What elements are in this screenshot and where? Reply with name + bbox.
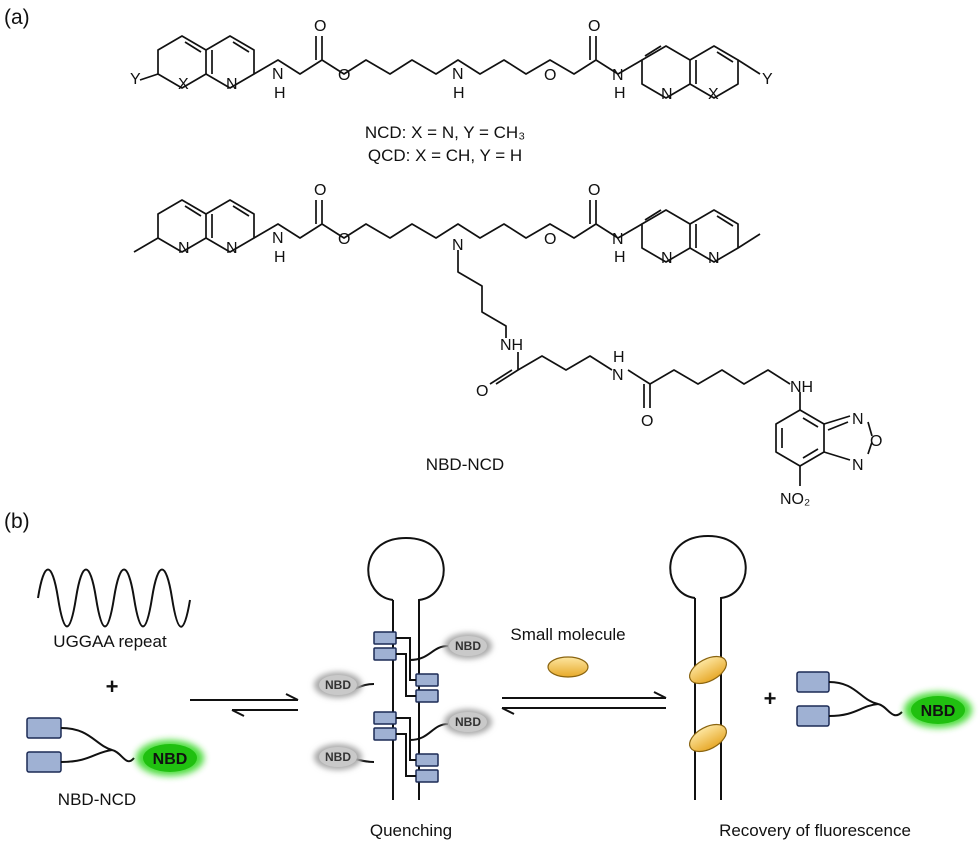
nbd-ncd-right-naphthyridine [641, 209, 739, 263]
atom-o-left-carbonyl: O [314, 18, 326, 35]
atom2-nh-1: NH [500, 337, 523, 354]
nbd-tag-quenched: NBD [455, 639, 481, 653]
nbd-tag-quenched: NBD [325, 678, 351, 692]
panel-b-label: (b) [4, 510, 30, 533]
left-naphthyridine-ring [157, 35, 255, 89]
uggaa-repeat-wave [37, 568, 191, 628]
nbd-core [911, 696, 965, 724]
structure-nbd-ncd: N N N H O O N O O N H N N NH O H N O NH … [133, 182, 882, 508]
plus-sign-left: + [106, 674, 119, 699]
bound-small-molecule-1 [689, 655, 727, 685]
atom2-n-2: N [226, 240, 238, 257]
atom2-o-6: O [641, 413, 653, 430]
hairpin-rna-bound-small-molecule [669, 534, 747, 800]
nbd-tag-free: NBD [153, 751, 188, 768]
bound-binder-box [415, 769, 439, 783]
quenching-label: Quenching [370, 821, 452, 840]
atom-h-left-carbamate: H [274, 85, 286, 102]
atom2-o-5: O [476, 383, 488, 400]
nbd-tag-quenched: NBD [325, 750, 351, 764]
atom2-nh-2: NH [790, 379, 813, 396]
nbd-tag-quenched: NBD [455, 715, 481, 729]
right-naphthyridine-ring [641, 45, 739, 99]
atom2-n-7: N [612, 367, 624, 384]
bound-binder-box [373, 647, 397, 661]
atom2-n-central: N [452, 237, 464, 254]
small-molecule-label: Small molecule [510, 625, 625, 644]
atom2-n-3: N [272, 230, 284, 247]
atom-n-left-carbamate: N [272, 66, 284, 83]
probe-nbd-ncd-released: NBD [796, 671, 972, 728]
small-molecule-shape [547, 656, 589, 678]
atom2-o-2: O [338, 231, 350, 248]
atom2-h-3: H [613, 349, 625, 366]
recovery-label: Recovery of fluorescence [719, 821, 911, 840]
nbd-ncd-left-naphthyridine [157, 199, 255, 253]
bound-binder-box [373, 631, 397, 645]
atom2-no2: NO₂ [780, 491, 810, 508]
atom-n-left-ring: N [226, 76, 238, 93]
binder-box [796, 705, 830, 727]
nbd-quenched-3: NBD [444, 709, 492, 735]
atom2-h-1: H [274, 249, 286, 266]
atom-x-left: X [178, 76, 189, 93]
atom2-n-8: N [852, 411, 864, 428]
structure-ncd-qcd: Y X N N H O O N H O O N H N X Y [130, 18, 773, 103]
panel-a-label: (a) [4, 6, 30, 29]
atom-o-left-ester: O [338, 67, 350, 84]
caption-nbd-ncd-structure: NBD-NCD [426, 455, 504, 474]
binder-box [796, 671, 830, 693]
atom-n-central: N [452, 66, 464, 83]
probe-nbd-ncd-free: NBD [26, 717, 204, 776]
atom-n-right-ring: N [661, 86, 673, 103]
bound-binder-box [415, 673, 439, 687]
nbd-quenched-2: NBD [314, 672, 362, 698]
probe-label: NBD-NCD [58, 790, 136, 809]
bound-binder-box [415, 689, 439, 703]
atom2-o-3: O [588, 182, 600, 199]
bound-binder-box [373, 727, 397, 741]
bound-binders [373, 631, 439, 783]
atom2-h-2: H [614, 249, 626, 266]
nbd-quenched-4: NBD [314, 744, 362, 770]
atom-n-right-carbamate: N [612, 67, 624, 84]
binder-box [26, 717, 62, 739]
caption-ncd: NCD: X = N, Y = CH₃ [365, 123, 525, 142]
binder-box [26, 751, 62, 773]
hairpin-rna-quenched [345, 536, 449, 800]
nbd-quenched-1: NBD [444, 633, 492, 659]
atom-y-right: Y [762, 71, 773, 88]
nbd-core [143, 744, 197, 772]
uggaa-repeat-label: UGGAA repeat [53, 632, 167, 651]
caption-qcd: QCD: X = CH, Y = H [368, 146, 522, 165]
atom2-o-4: O [544, 231, 556, 248]
plus-sign-right: + [764, 686, 777, 711]
atom2-n-4: N [612, 231, 624, 248]
equilibrium-arrow-1 [190, 693, 299, 717]
nbd-tag-released: NBD [921, 703, 956, 720]
atom2-n-6: N [708, 250, 720, 267]
atom2-n-5: N [661, 250, 673, 267]
bound-binder-box [373, 711, 397, 725]
bound-small-molecule-2 [689, 723, 727, 753]
equilibrium-arrow-2 [501, 691, 667, 715]
atom-y-left: Y [130, 71, 141, 88]
atom-o-right-carbonyl: O [588, 18, 600, 35]
atom-x-right: X [708, 86, 719, 103]
atom2-n-9: N [852, 457, 864, 474]
atom-h-central: H [453, 85, 465, 102]
atom-o-right-ester: O [544, 67, 556, 84]
bound-binder-box [415, 753, 439, 767]
atom2-n-1: N [178, 240, 190, 257]
atom-h-right-carbamate: H [614, 85, 626, 102]
atom2-o-7: O [870, 433, 882, 450]
atom2-o-1: O [314, 182, 326, 199]
